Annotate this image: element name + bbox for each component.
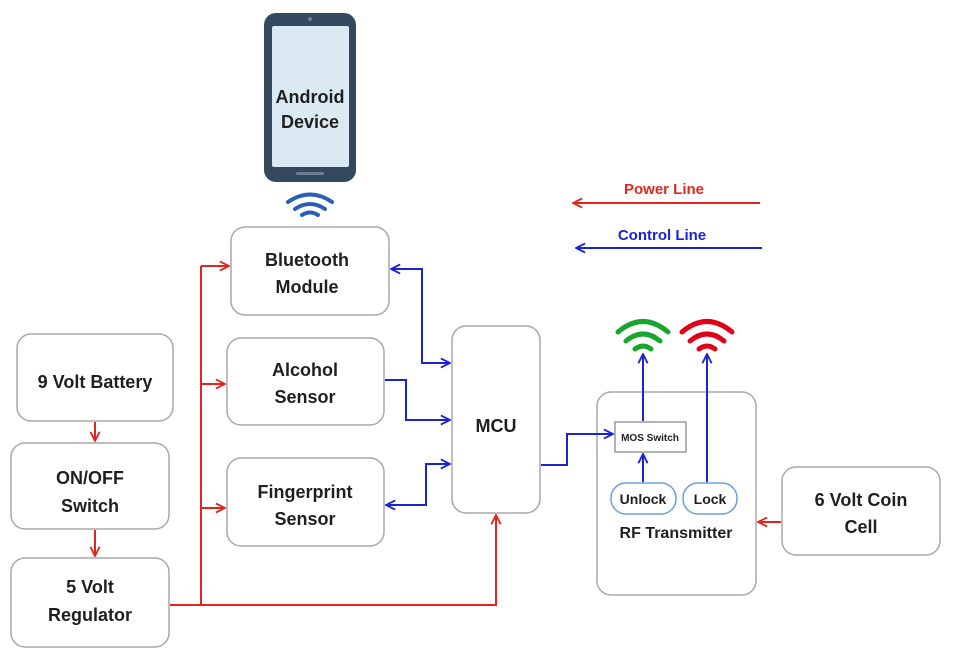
mcu-label: MCU — [476, 416, 517, 436]
power-line-to-mcu — [201, 515, 496, 606]
alcohol-label-line1: Alcohol — [272, 360, 338, 380]
switch-label-line1: ON/OFF — [56, 468, 124, 488]
regulator-block: 5 Volt Regulator — [10, 557, 170, 648]
legend: Power Line Control Line — [573, 181, 762, 248]
lock-button — [682, 482, 738, 515]
coin-cell-label-line2: Cell — [844, 517, 877, 537]
wifi-signal-icon — [286, 192, 334, 217]
alcohol-label-line2: Sensor — [274, 387, 335, 407]
rf-transmitter-block: MOS Switch Unlock Lock RF Transmitter — [596, 391, 757, 596]
bluetooth-box — [230, 226, 390, 316]
control-line-fingerprint-mcu — [386, 464, 450, 505]
speaker-slot — [296, 172, 324, 175]
power-lines — [95, 266, 781, 606]
coin-cell-label-line1: 6 Volt Coin — [815, 490, 908, 510]
switch-label-line2: Switch — [61, 496, 119, 516]
phone-label-line2: Device — [281, 112, 339, 132]
camera-dot — [308, 17, 312, 21]
android-phone: Android Device — [264, 13, 356, 182]
control-line-mcu-mos — [541, 434, 613, 466]
alcohol-box — [226, 337, 385, 426]
fingerprint-box — [226, 457, 385, 547]
fingerprint-label-line2: Sensor — [274, 509, 335, 529]
legend-control-label: Control Line — [618, 227, 706, 244]
legend-power-label: Power Line — [624, 181, 704, 198]
wifi-signal-icon — [615, 319, 671, 352]
regulator-label-line1: 5 Volt — [66, 577, 114, 597]
control-lines — [385, 269, 707, 505]
power-line-regulator-bus — [170, 266, 202, 606]
fingerprint-sensor-block: Fingerprint Sensor — [226, 457, 385, 547]
phone-screen — [272, 26, 349, 167]
lock-label: Lock — [694, 491, 727, 507]
switch-box — [10, 442, 170, 530]
regulator-label-line2: Regulator — [48, 605, 132, 625]
coin-cell-box — [781, 466, 941, 556]
alcohol-sensor-block: Alcohol Sensor — [226, 337, 385, 426]
switch-block: ON/OFF Switch — [10, 442, 170, 530]
control-line-alcohol-mcu — [385, 379, 450, 420]
fingerprint-label-line1: Fingerprint — [258, 482, 353, 502]
phone-label-line1: Android — [276, 87, 345, 107]
bluetooth-module-block: Bluetooth Module — [230, 226, 390, 316]
regulator-box — [10, 557, 170, 648]
battery-label: 9 Volt Battery — [38, 372, 153, 392]
rf-transmitter-label: RF Transmitter — [620, 525, 733, 542]
unlock-label: Unlock — [620, 491, 667, 507]
mcu-block: MCU — [451, 325, 541, 514]
mos-switch-label: MOS Switch — [621, 433, 679, 444]
bluetooth-label-line2: Module — [276, 277, 339, 297]
control-line-bluetooth-mcu — [391, 269, 450, 363]
coin-cell-block: 6 Volt Coin Cell — [781, 466, 941, 556]
battery-block: 9 Volt Battery — [16, 333, 174, 422]
unlock-button — [610, 482, 677, 515]
wifi-signal-icon — [679, 319, 735, 352]
mcu-box — [451, 325, 541, 514]
battery-box — [16, 333, 174, 422]
mos-switch-box — [614, 421, 687, 453]
bluetooth-label-line1: Bluetooth — [265, 250, 349, 270]
